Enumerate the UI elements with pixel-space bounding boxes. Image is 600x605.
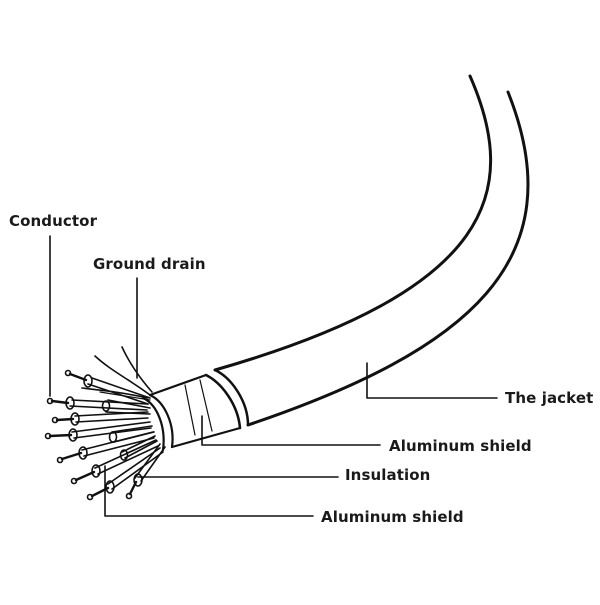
leader-aluminum-shield-inner <box>105 466 313 516</box>
label-conductor: Conductor <box>9 212 97 230</box>
label-aluminum-shield-outer: Aluminum shield <box>389 437 532 455</box>
aluminum-shield-band <box>143 375 240 450</box>
ground-drain-wire <box>82 347 152 398</box>
cable-jacket <box>215 76 528 425</box>
label-insulation: Insulation <box>345 466 430 484</box>
label-aluminum-shield-inner: Aluminum shield <box>321 508 464 526</box>
label-ground-drain: Ground drain <box>93 255 206 273</box>
jacket-cut-edge <box>206 370 248 428</box>
label-jacket: The jacket <box>505 389 593 407</box>
